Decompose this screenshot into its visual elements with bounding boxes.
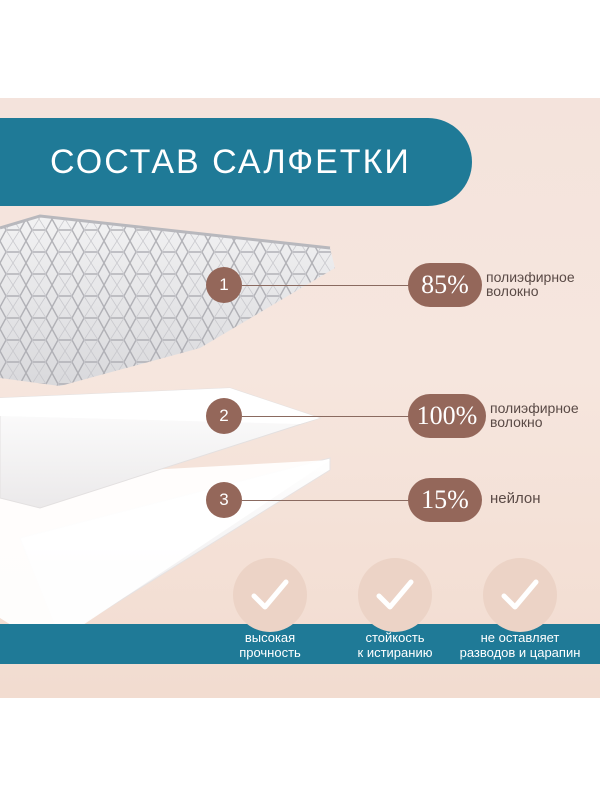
- title-banner: СОСТАВ САЛФЕТКИ: [0, 118, 472, 206]
- layer-3-description: нейлон: [490, 490, 541, 507]
- layer-3-number-badge: 3: [206, 482, 242, 518]
- layer-3-number: 3: [219, 490, 229, 509]
- feature-1-line2: прочность: [239, 645, 301, 660]
- feature-2-label: стойкость к истиранию: [320, 630, 470, 660]
- feature-1-circle: [233, 558, 307, 632]
- feature-3-label: не оставляет разводов и царапин: [445, 630, 595, 660]
- check-icon: [501, 579, 539, 610]
- layer-1-desc-line2: волокно: [486, 283, 539, 299]
- layer-3-percent: 15%: [421, 485, 469, 514]
- layer-1-percent-pill: 85%: [408, 263, 482, 307]
- feature-2-circle: [358, 558, 432, 632]
- layer-1-number: 1: [219, 275, 229, 294]
- layer-2-percent-pill: 100%: [408, 394, 486, 438]
- layer-3-leader-line: [242, 500, 412, 501]
- feature-3-line1: не оставляет: [480, 630, 560, 645]
- layer-2-description: полиэфирное волокно: [490, 401, 579, 429]
- layer-3-percent-pill: 15%: [408, 478, 482, 522]
- layer-2-number-badge: 2: [206, 398, 242, 434]
- layer-1-number-badge: 1: [206, 267, 242, 303]
- page-title: СОСТАВ САЛФЕТКИ: [50, 142, 411, 181]
- layer-2-number: 2: [219, 406, 229, 425]
- layer-3-desc-line1: нейлон: [490, 490, 541, 507]
- feature-1-line1: высокая: [244, 630, 296, 645]
- check-icon: [251, 579, 289, 610]
- layer-1-percent: 85%: [421, 270, 469, 299]
- layer-2-leader-line: [242, 416, 412, 417]
- feature-3-circle: [483, 558, 557, 632]
- feature-1-label: высокая прочность: [195, 630, 345, 660]
- layer-1-leader-line: [242, 285, 412, 286]
- check-icon: [376, 579, 414, 610]
- features-banner: [0, 624, 600, 664]
- layer-1-desc-line1: полиэфирное: [486, 269, 575, 285]
- layer-1-description: полиэфирное волокно: [486, 270, 575, 298]
- layer-2-desc-line1: полиэфирное: [490, 400, 579, 416]
- infographic-card: СОСТАВ САЛФЕТКИ 1 85% полиэфирное волокн…: [0, 98, 600, 698]
- feature-2-line2: к истиранию: [357, 645, 433, 660]
- layer-2-percent: 100%: [416, 401, 478, 430]
- feature-2-line1: стойкость: [365, 630, 425, 645]
- layer-2-desc-line2: волокно: [490, 414, 543, 430]
- feature-3-line2: разводов и царапин: [459, 645, 581, 660]
